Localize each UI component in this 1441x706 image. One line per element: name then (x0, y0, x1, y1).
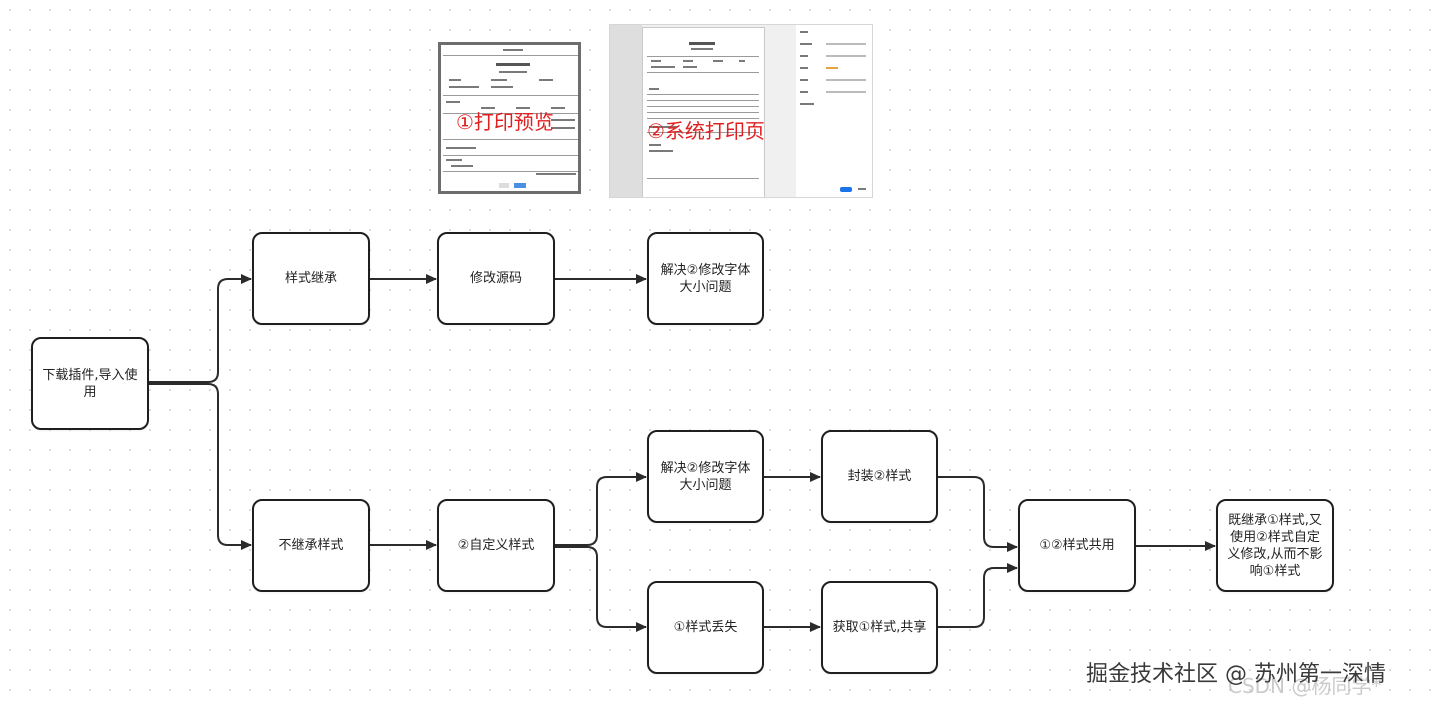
node-result: 既继承①样式,又使用②样式自定义修改,从而不影响①样式 (1216, 499, 1334, 592)
node-download-plugin: 下载插件,导入使用 (31, 337, 149, 430)
juejin-watermark: 掘金技术社区 @ 苏州第一深情 (1086, 662, 1386, 687)
print-preview-thumbnail (438, 42, 581, 194)
edge-download-to-no-inherit (149, 383, 252, 550)
edge-download-to-inherit (149, 274, 252, 383)
edge-wrap-to-shared (938, 476, 1018, 552)
edge-custom-to-style-lost (555, 546, 647, 632)
csdn-watermark: CSDN @杨同学* (1228, 674, 1382, 698)
system-print-page-thumbnail (609, 24, 873, 198)
node-style-lost: ①样式丢失 (647, 581, 764, 674)
node-fix-font-size-top: 解决②修改字体大小问题 (647, 232, 764, 325)
node-get-style-share: 获取①样式,共享 (821, 581, 938, 674)
node-custom-style: ②自定义样式 (437, 499, 555, 592)
system-print-page-caption: ②系统打印页 (647, 119, 765, 143)
edge-get-to-shared (938, 563, 1018, 628)
node-modify-source: 修改源码 (437, 232, 555, 325)
node-fix-font-size-bottom: 解决②修改字体大小问题 (647, 430, 764, 523)
node-shared-style: ①②样式共用 (1018, 499, 1136, 592)
edge-custom-to-fix-bottom (555, 472, 647, 546)
print-preview-caption: ①打印预览 (456, 110, 554, 134)
node-style-inherit: 样式继承 (252, 232, 370, 325)
node-no-inherit: 不继承样式 (252, 499, 370, 592)
node-wrap-style: 封装②样式 (821, 430, 938, 523)
